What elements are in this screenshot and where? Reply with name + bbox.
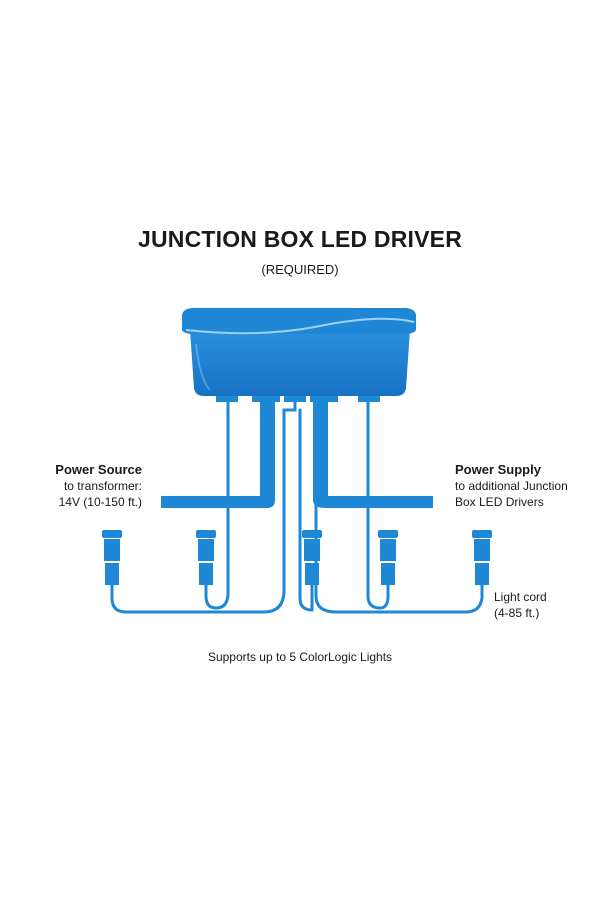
light-fixture-icon — [102, 530, 492, 585]
light-cord-label: Light cord (4-85 ft.) — [494, 589, 547, 621]
caption: Supports up to 5 ColorLogic Lights — [207, 650, 393, 664]
power-source-heading: Power Source — [55, 462, 142, 477]
light-cord-line1: Light cord — [494, 590, 547, 604]
power-supply-label: Power Supply to additional Junction Box … — [455, 462, 568, 510]
power-supply-line1: to additional Junction — [455, 479, 568, 493]
power-source-line2: 14V (10-150 ft.) — [58, 495, 142, 509]
page-title: JUNCTION BOX LED DRIVER — [137, 226, 463, 252]
junction-box-icon — [182, 308, 416, 402]
subtitle: (REQUIRED) — [261, 262, 339, 277]
power-conduits — [161, 402, 433, 508]
power-source-label: Power Source to transformer: 14V (10-150… — [55, 462, 142, 510]
light-cords — [110, 400, 484, 614]
light-cord-line2: (4-85 ft.) — [494, 606, 540, 620]
power-source-line1: to transformer: — [63, 479, 142, 493]
power-supply-line2: Box LED Drivers — [455, 495, 544, 509]
power-supply-heading: Power Supply — [455, 462, 541, 477]
